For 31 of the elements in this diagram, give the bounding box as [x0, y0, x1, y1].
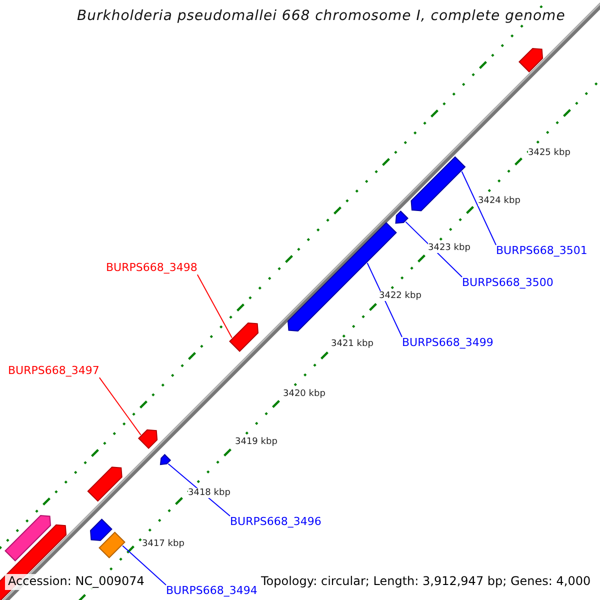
title: Burkholderia pseudomallei 668 chromosome I, complete genome: [77, 8, 566, 24]
gene-feature: [395, 210, 408, 224]
tick-label: 3424 kbp: [478, 196, 520, 206]
gene-feature: [160, 454, 172, 466]
gene-label: BURPS668_3498: [106, 262, 198, 275]
leader-line: [122, 545, 166, 586]
gene-label: BURPS668_3499: [402, 337, 494, 350]
leader-line: [98, 377, 142, 436]
tick-label: 3421 kbp: [331, 339, 374, 350]
gene-label: BURPS668_3500: [462, 277, 554, 290]
tick-label: 3425 kbp: [528, 148, 570, 158]
leader-line: [461, 171, 496, 246]
gene-feature: [90, 518, 112, 541]
tick-label: 3418 kbp: [188, 488, 230, 498]
gene-feature: [410, 156, 466, 212]
gene-feature: [518, 48, 544, 72]
tick-label: 3422 kbp: [379, 291, 422, 302]
gene-label: BURPS668_3501: [496, 245, 588, 258]
gene-label: BURPS668_3494: [166, 585, 258, 598]
tick-label: 3419 kbp: [235, 437, 278, 448]
gene-feature: [87, 466, 122, 502]
gene-feature: [4, 514, 52, 562]
gene-label: BURPS668_3497: [8, 365, 100, 378]
gene-label: BURPS668_3496: [230, 516, 322, 529]
tick-label: 3417 kbp: [142, 539, 184, 550]
gene-feature: [229, 322, 259, 352]
gene-feature: [138, 429, 158, 450]
tick-label: 3420 kbp: [283, 389, 326, 400]
gene-feature: [98, 532, 126, 558]
leader-line: [196, 274, 232, 338]
tick-label: 3423 kbp: [428, 243, 470, 254]
